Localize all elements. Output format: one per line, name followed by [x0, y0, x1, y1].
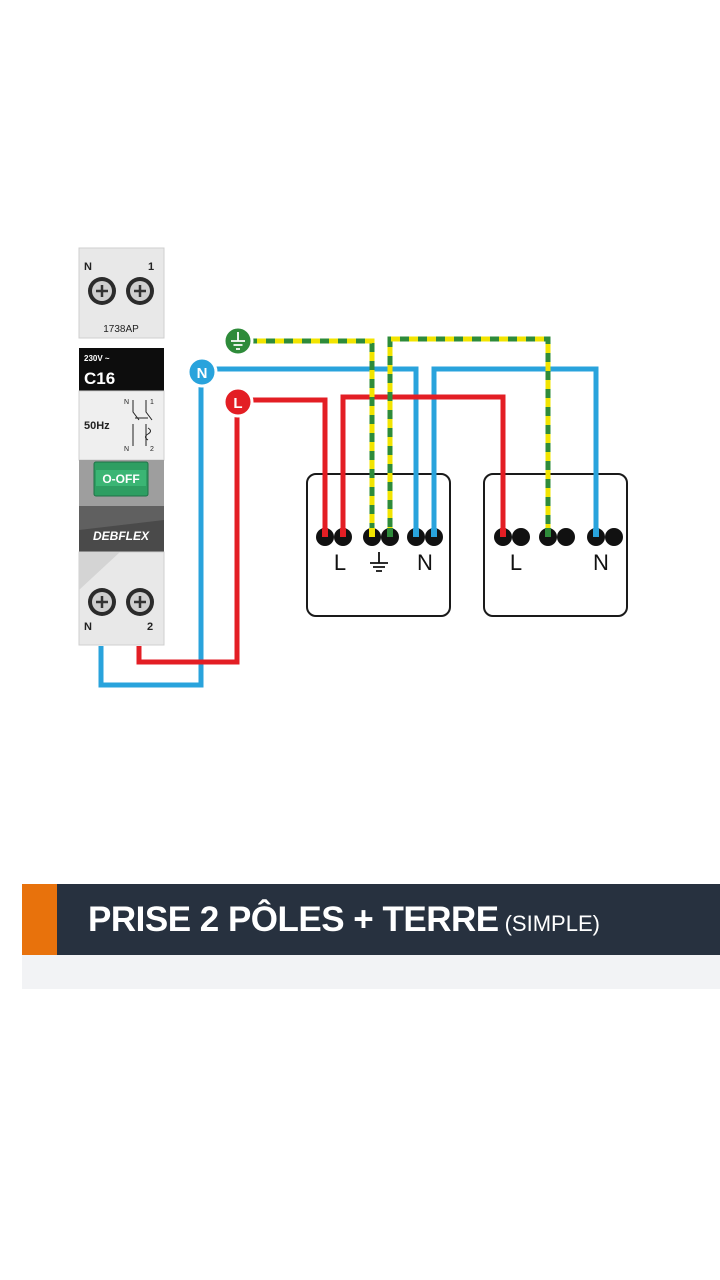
breaker-bottom-shade [79, 552, 120, 590]
breaker-top-left-label: N [84, 261, 92, 273]
breaker-schematic-symbol: N 1 N 2 [124, 399, 154, 453]
outlet-1-neutral-label: N [417, 550, 433, 575]
breaker-bottom-left-label: N [84, 621, 92, 633]
outlet-box-2 [483, 473, 628, 617]
screw-terminal-bottom-left [88, 588, 116, 616]
outlet-1-phase-label: L [334, 550, 346, 575]
outlet-2-terminals [494, 528, 623, 546]
breaker-top-right-label: 1 [148, 261, 154, 273]
title-accent-block [22, 884, 57, 955]
phase-tag: L [222, 386, 254, 418]
symbol-n-bottom: N [124, 446, 129, 453]
earth-tag [222, 325, 254, 357]
earth-wire-outlet-1 [239, 338, 375, 536]
outlet-1-earth-icon [370, 552, 388, 572]
outlet-2-phase-label: L [510, 550, 522, 575]
screw-terminal-bottom-right [126, 588, 154, 616]
outlet-1-terminals [316, 528, 443, 546]
phase-wire-outlet-2 [340, 394, 506, 536]
outlet-2-neutral-terminal-b [605, 528, 623, 546]
screw-terminal-top-left [88, 277, 116, 305]
screw-terminal-top-right [126, 277, 154, 305]
breaker-frequency: 50Hz [84, 420, 110, 432]
title-main: PRISE 2 PÔLES + TERRE [88, 900, 499, 939]
neutral-tag: N [186, 356, 218, 388]
phase-wire-breaker [136, 403, 240, 665]
breaker-label-panel [79, 348, 164, 391]
outlet-2-neutral-label: N [593, 550, 609, 575]
outlet-2-earth-terminal-b [557, 528, 575, 546]
earth-wire-outlet-2 [387, 336, 551, 536]
phase-tag-label: L [233, 395, 242, 412]
breaker-switch-label: O-OFF [102, 472, 139, 486]
neutral-wire-outlet-1 [201, 366, 419, 536]
neutral-wire-outlet-2 [431, 366, 599, 536]
breaker-switch-label-bg [96, 470, 146, 486]
phase-wire-outlet-1 [237, 397, 328, 536]
breaker-rating: C16 [84, 369, 115, 388]
breaker-brand: DEBFLEX [93, 529, 150, 543]
earth-icon [231, 332, 245, 350]
breaker-middle-body [78, 390, 165, 461]
circuit-breaker: N 1 1738AP 230V ~ C16 50Hz N 1 N 2 O-O [78, 247, 165, 646]
title-text: PRISE 2 PÔLES + TERRE(SIMPLE) [88, 884, 600, 955]
symbol-2: 2 [150, 446, 154, 453]
title-sub: (SIMPLE) [504, 911, 600, 936]
breaker-bottom-right-label: 2 [147, 621, 153, 633]
breaker-brand-band-shade [79, 506, 164, 530]
neutral-wire-breaker [98, 372, 204, 688]
title-banner: PRISE 2 PÔLES + TERRE(SIMPLE) [22, 884, 720, 955]
neutral-tag-label: N [197, 365, 208, 382]
symbol-1: 1 [150, 399, 154, 406]
breaker-voltage: 230V ~ [84, 354, 110, 363]
outlet-2-phase-terminal-b [512, 528, 530, 546]
breaker-model: 1738AP [103, 324, 139, 335]
symbol-n-top: N [124, 399, 129, 406]
title-sub-strip [22, 955, 720, 989]
